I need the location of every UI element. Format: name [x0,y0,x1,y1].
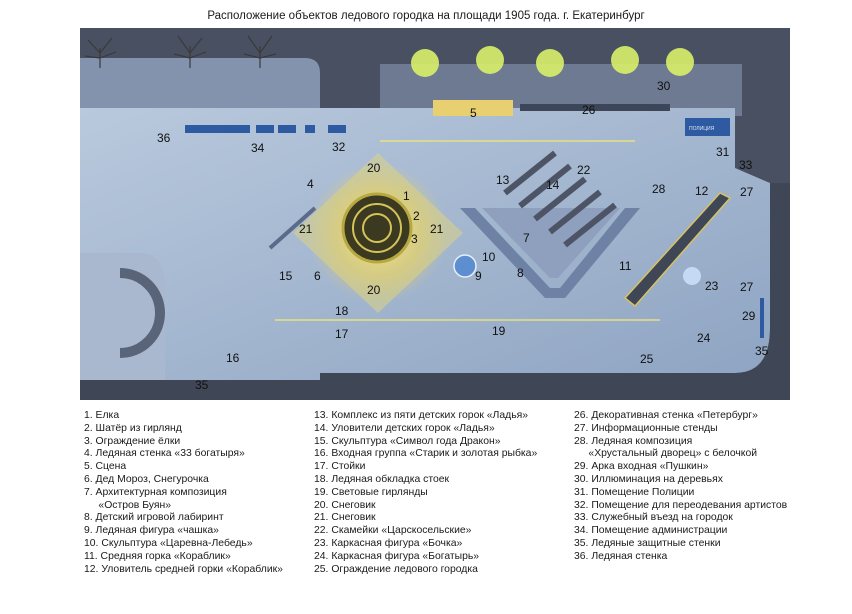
legend-item: 16. Входная группа «Старик и золотая рыб… [314,448,538,460]
legend-item: 5. Сцена [84,461,127,473]
label-24: 24 [697,331,711,345]
label-2: 2 [413,209,420,223]
site-plan: ПОЛИЦИЯ 1 2 3 4 5 6 7 8 9 10 [80,28,790,400]
legend-item: 10. Скульптура «Царевна-Лебедь» [84,537,253,549]
legend-item: «Остров Буян» [84,499,172,511]
legend-item: 11. Средняя горка «Кораблик» [84,550,231,562]
label-26: 26 [582,103,596,117]
legend-item: 18. Ледяная обкладка стоек [314,473,450,485]
label-27a: 27 [740,185,754,199]
label-11: 11 [619,259,632,273]
label-22: 22 [577,163,591,177]
legend-item: 9. Ледяная фигура «чашка» [84,525,219,537]
legend-item: 33. Служебный въезд на городок [574,512,733,524]
legend-item: 30. Иллюминация на деревьях [574,473,723,485]
label-12: 12 [695,184,709,198]
label-21b: 21 [430,222,444,236]
legend-item: 14. Уловители детских горок «Ладья» [314,422,495,434]
legend-item: 3. Ограждение ёлки [84,435,181,447]
label-17: 17 [335,327,349,341]
legend-item: 19. Световые гирлянды [314,486,428,498]
legend-item: 23. Каркасная фигура «Бочка» [314,537,463,549]
legend-item: 28. Ледяная композиция [574,435,693,447]
legend-column-1: 1. Елка 2. Шатёр из гирлянд 3. Ограждени… [84,410,283,576]
legend-item: 20. Снеговик [314,499,376,511]
label-25: 25 [640,352,654,366]
legend-item: 21. Снеговик [314,512,376,524]
legend-item: 15. Скульптура «Символ года Дракон» [314,435,501,447]
legend-item: 31. Помещение Полиции [574,486,695,498]
legend-item: 27. Информационные стенды [574,422,718,434]
label-27b: 27 [740,280,754,294]
label-35b: 35 [755,344,769,358]
legend-item: 26. Декоративная стенка «Петербург» [574,410,758,421]
label-6: 6 [314,269,321,283]
label-10: 10 [482,250,496,264]
label-14: 14 [546,178,560,192]
label-7: 7 [523,231,530,245]
legend-item: 32. Помещение для переодевания артистов [574,499,788,511]
label-33: 33 [739,158,753,172]
legend-column-3: 26. Декоративная стенка «Петербург» 27. … [574,410,787,564]
legend-item: 13. Комплекс из пяти детских горок «Ладь… [314,410,529,421]
label-9: 9 [475,269,482,283]
legend-item: 12. Уловитель средней горки «Кораблик» [84,563,283,575]
label-18: 18 [335,304,349,318]
label-36: 36 [157,131,171,145]
legend-item: 7. Архитектурная композиция [84,486,227,498]
legend-item: 1. Елка [84,410,120,421]
legend-item: 35. Ледяные защитные стенки [574,537,721,549]
diagram-title: Расположение объектов ледового городка н… [207,10,645,22]
label-29: 29 [742,309,756,323]
label-4: 4 [307,177,314,191]
label-35a: 35 [195,378,209,392]
legend-item: 29. Арка входная «Пушкин» [574,461,709,473]
label-16: 16 [226,351,240,365]
label-19: 19 [492,324,506,338]
label-5: 5 [470,106,477,120]
label-15: 15 [279,269,293,283]
label-13: 13 [496,173,510,187]
label-21a: 21 [299,222,313,236]
label-20a: 20 [367,161,381,175]
label-8: 8 [517,266,524,280]
legend-item: 8. Детский игровой лабиринт [84,512,224,524]
legend-item: 6. Дед Мороз, Снегурочка [84,473,209,485]
legend-item: 34. Помещение администрации [574,525,728,537]
legend-item: 17. Стойки [314,461,366,473]
label-1: 1 [403,189,410,203]
police-sign: ПОЛИЦИЯ [689,126,715,132]
legend-item: «Хрустальный дворец» с белочкой [574,448,758,460]
label-30: 30 [657,79,671,93]
legend-item: 4. Ледяная стенка «33 богатыря» [84,448,245,460]
legend-item: 24. Каркасная фигура «Богатырь» [314,550,480,562]
label-28: 28 [652,182,666,196]
label-20b: 20 [367,283,381,297]
legend-item: 2. Шатёр из гирлянд [84,422,182,434]
label-32: 32 [332,140,346,154]
legend-item: 22. Скамейки «Царскосельские» [314,525,472,537]
label-23: 23 [705,279,719,293]
legend-column-2: 13. Комплекс из пяти детских горок «Ладь… [314,410,537,576]
label-31: 31 [716,145,730,159]
label-3: 3 [411,232,418,246]
legend-item: 36. Ледяная стенка [574,550,668,562]
legend-item: 25. Ограждение ледового городка [314,563,478,575]
label-34: 34 [251,141,265,155]
